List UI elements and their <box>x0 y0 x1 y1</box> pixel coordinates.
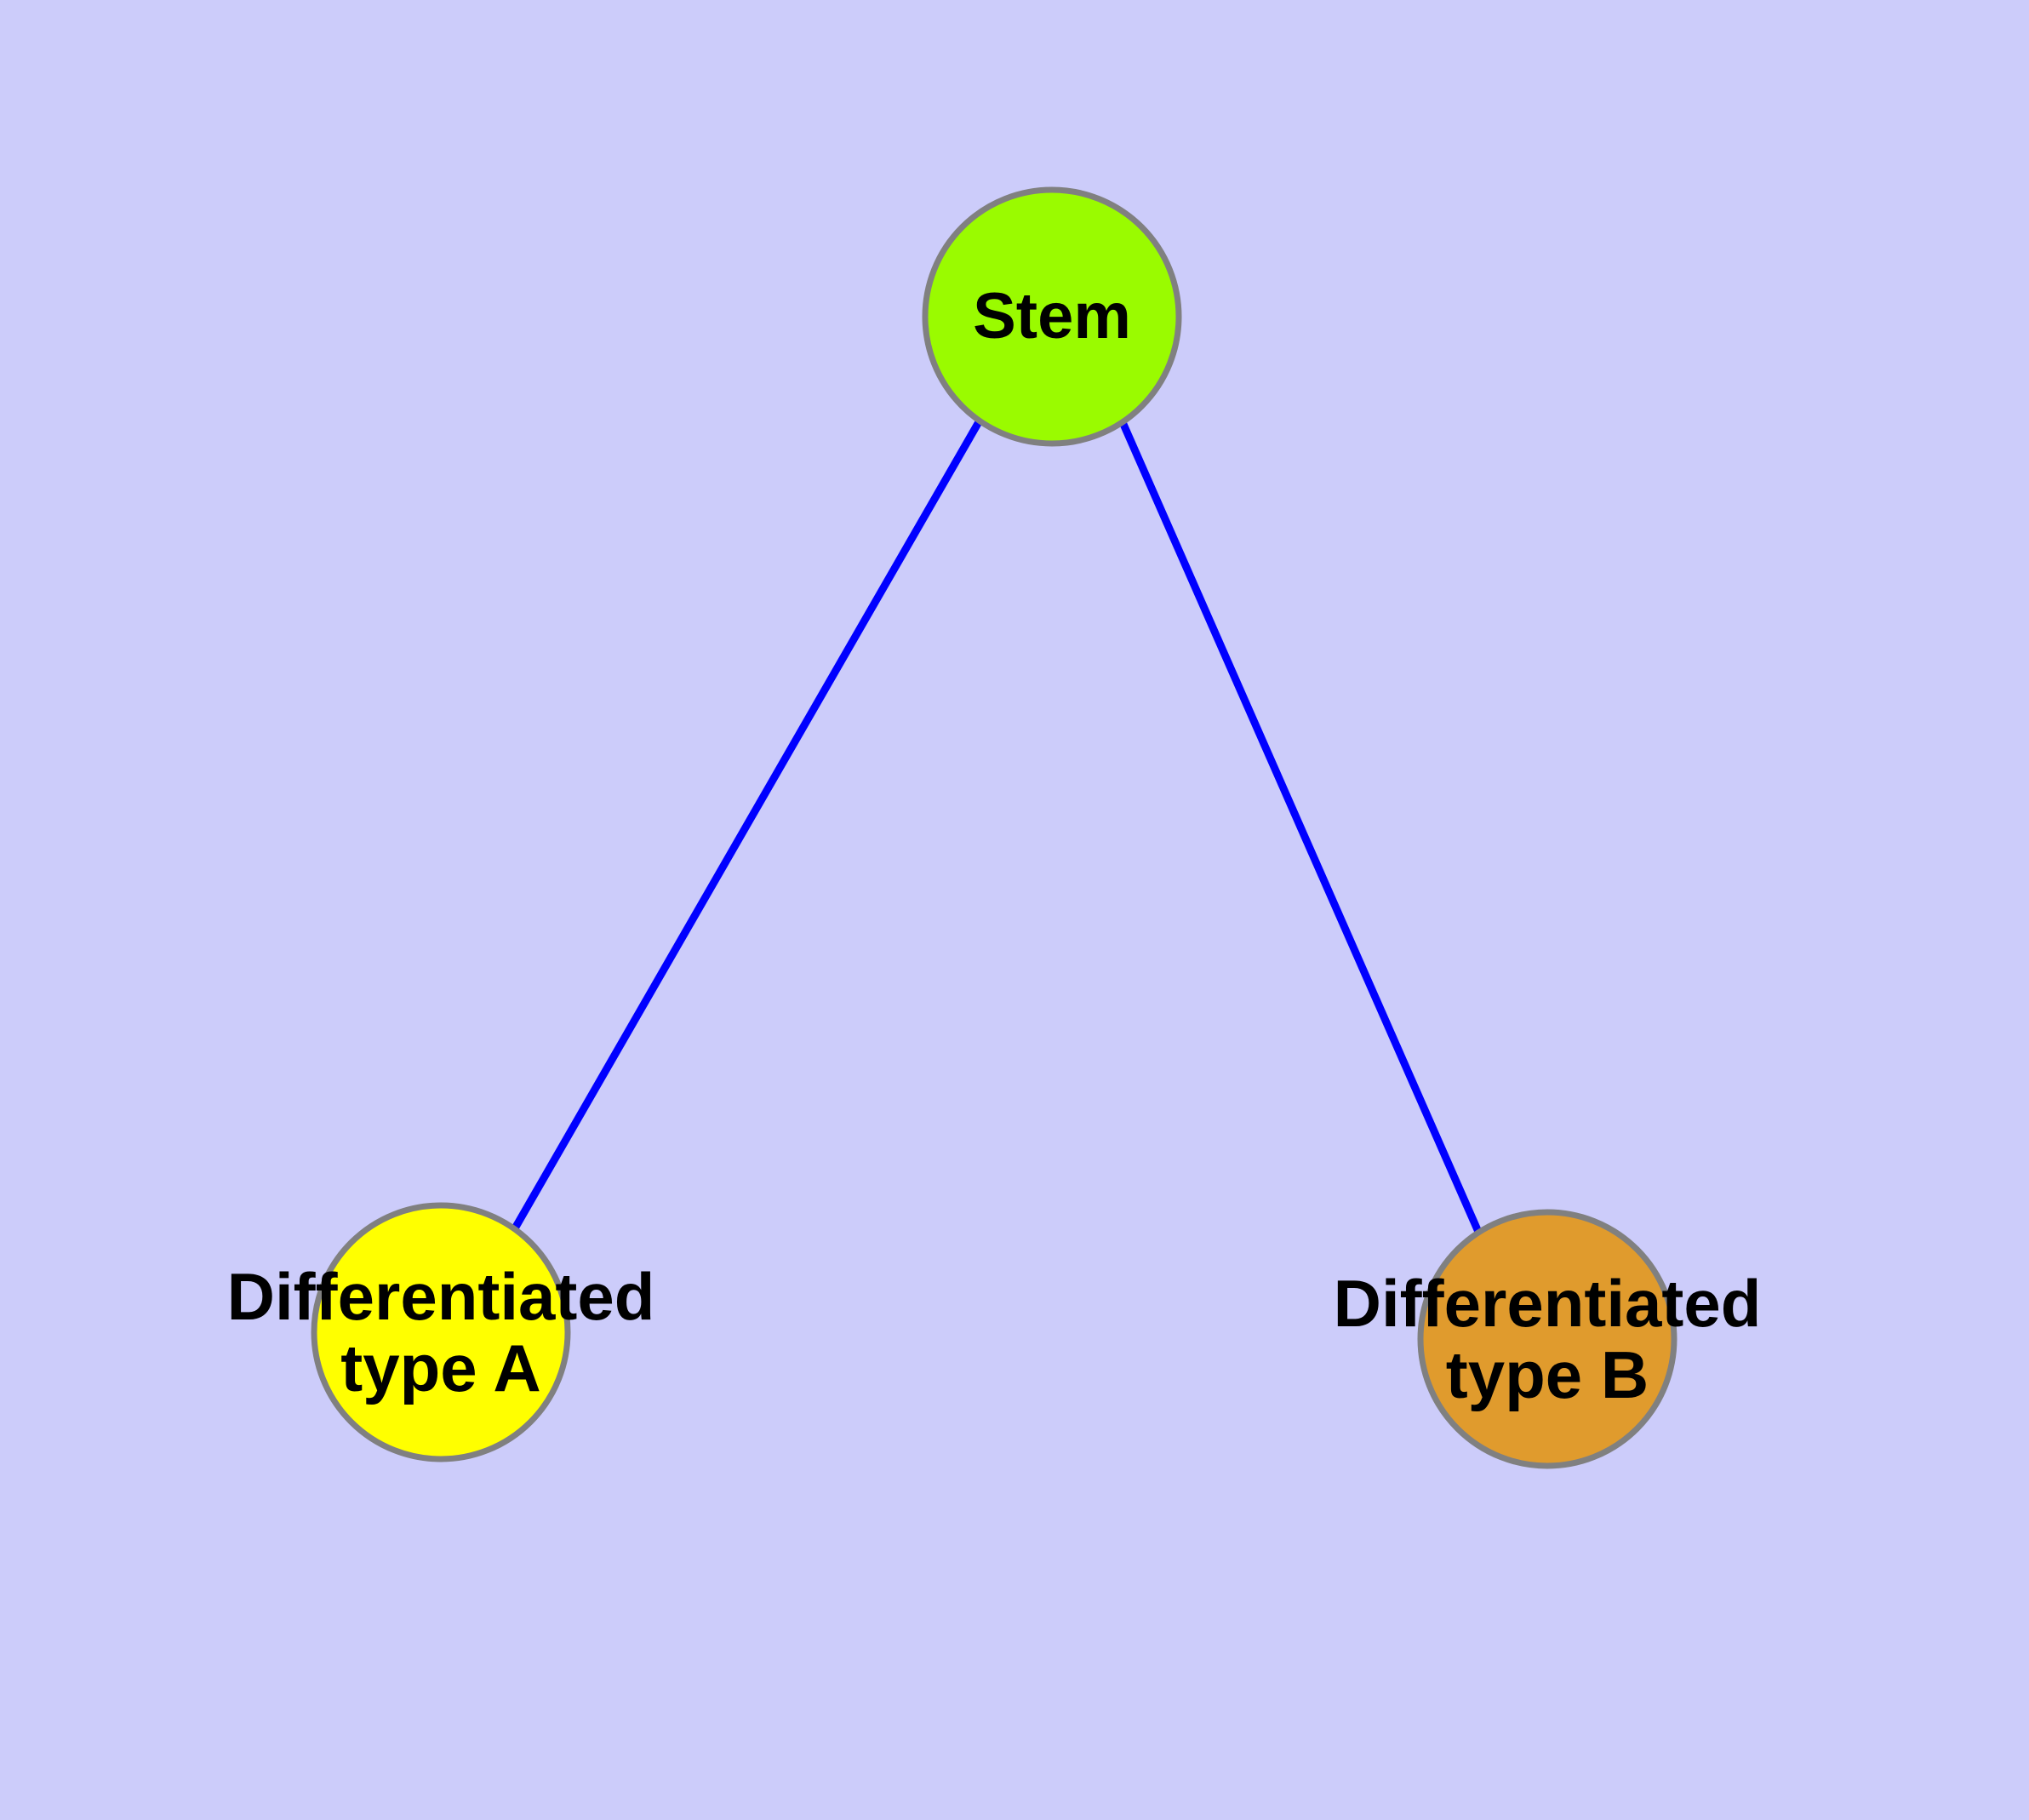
graph-node-stem[interactable] <box>922 186 1182 447</box>
graph-edge-stem-to-diff-a[interactable] <box>512 418 983 1231</box>
graph-node-diff_a[interactable] <box>311 1202 571 1462</box>
graph-edge-stem-to-diff-b[interactable] <box>1118 421 1483 1233</box>
graph-node-diff_b[interactable] <box>1417 1209 1677 1469</box>
nodes-layer <box>311 186 1677 1469</box>
edges-layer <box>512 418 1483 1233</box>
